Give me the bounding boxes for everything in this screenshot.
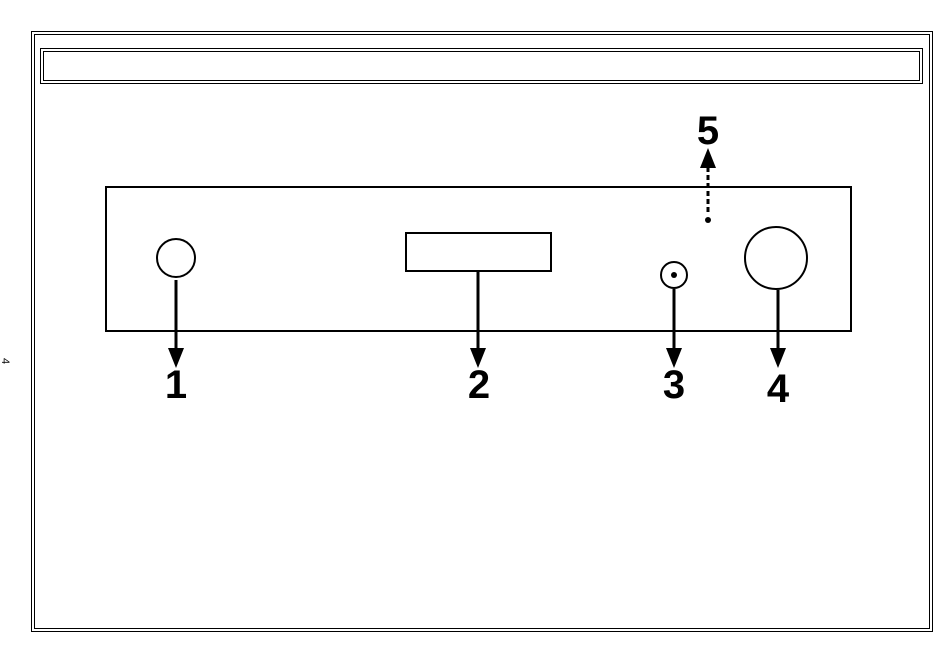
display-window [406,233,551,271]
large-knob [745,227,807,289]
callout-label-5: 5 [697,109,719,153]
indicator-dot [705,217,711,223]
callout-arrow-4 [770,290,786,368]
callout-label-4: 4 [767,367,790,411]
callout-arrow-5 [700,148,716,212]
jack-center-dot [671,272,677,278]
callout-label-3: 3 [663,363,685,407]
round-button [157,239,195,277]
callout-label-1: 1 [165,363,187,407]
callout-arrow-3 [666,289,682,368]
callout-arrow-2 [470,272,486,368]
callout-label-2: 2 [468,363,490,407]
callout-arrow-1 [168,280,184,368]
